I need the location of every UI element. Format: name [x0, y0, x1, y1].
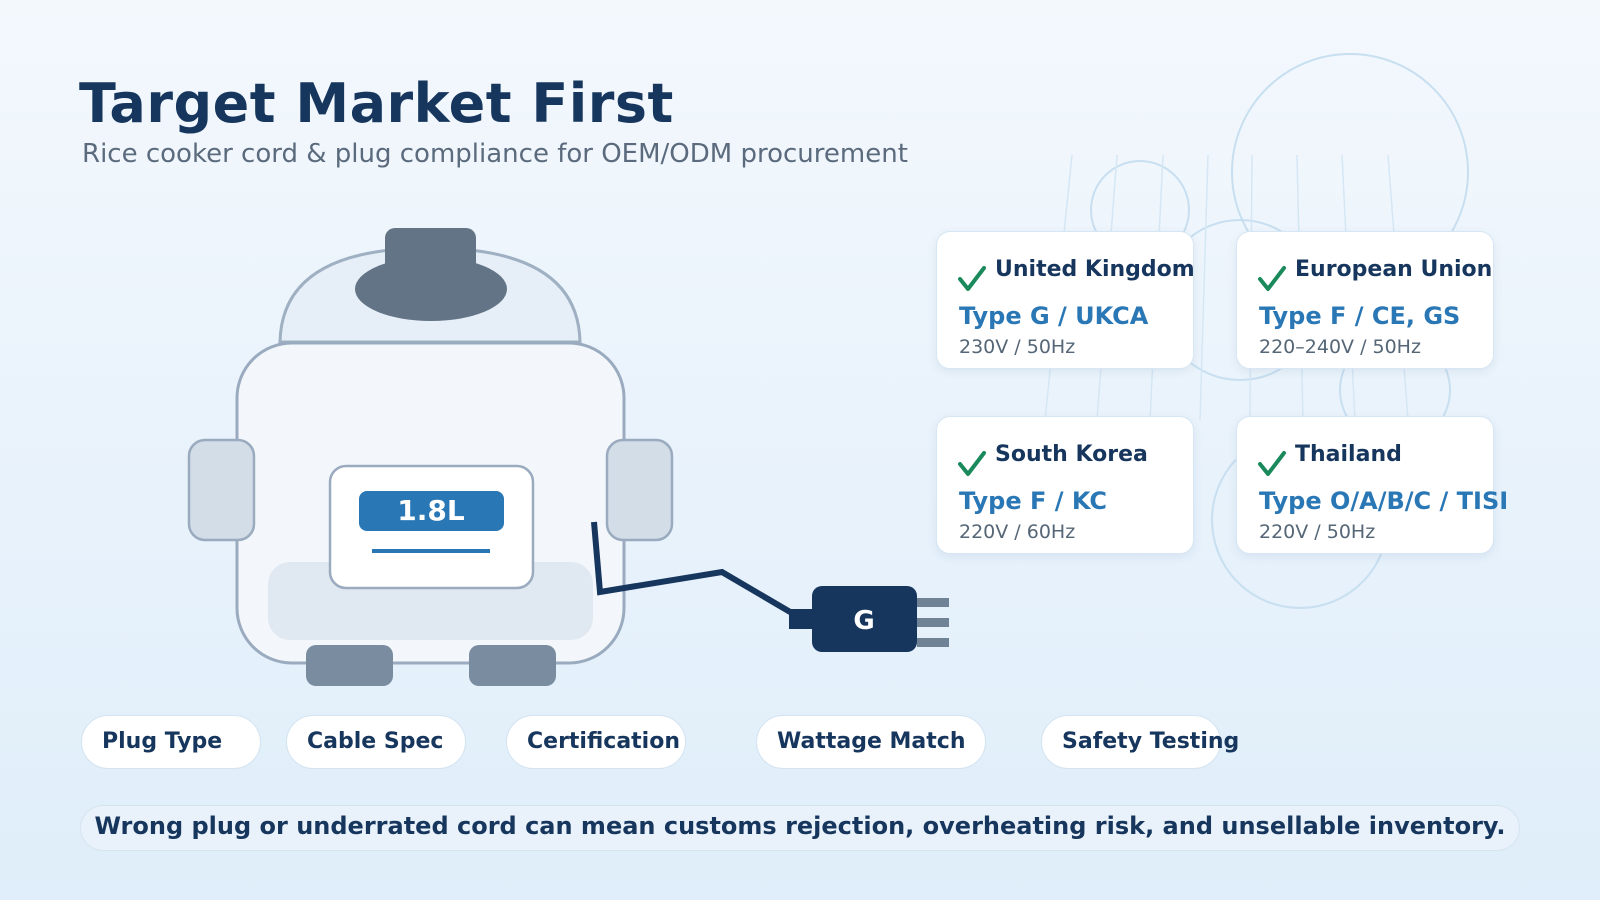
check-icon [958, 451, 986, 476]
plug-pin [917, 598, 949, 607]
page-subtitle: Rice cooker cord & plug compliance for O… [82, 139, 908, 169]
criteria-pill-wattage-match: Wattage Match [756, 715, 986, 769]
cooker-right-handle [605, 438, 674, 542]
cooker-foot [469, 645, 556, 686]
check-icon [1258, 451, 1286, 476]
market-voltage: 230V / 50Hz [959, 336, 1076, 358]
criteria-pill-cable-spec: Cable Spec [286, 715, 466, 769]
capacity-label: 1.8L [397, 494, 465, 527]
market-voltage: 220V / 50Hz [1259, 521, 1376, 543]
market-plug-type: Type O/A/B/C / TISI [1259, 487, 1509, 515]
capacity-badge [359, 491, 504, 531]
market-voltage: 220–240V / 50Hz [1259, 336, 1421, 358]
market-country: Thailand [1295, 442, 1402, 467]
plug-head [812, 586, 917, 652]
page-title: Target Market First [79, 72, 674, 135]
market-voltage: 220V / 60Hz [959, 521, 1076, 543]
cooker-top-knob [385, 228, 476, 274]
footer-banner [80, 805, 1520, 851]
plug-pin [917, 638, 949, 647]
footer-warning-text: Wrong plug or underrated cord can mean c… [94, 812, 1506, 840]
plug-pin [917, 618, 949, 627]
market-card-thailand: Thailand Type O/A/B/C / TISI 220V / 50Hz [1236, 416, 1508, 554]
market-plug-type: Type G / UKCA [959, 302, 1149, 330]
check-icon [958, 266, 986, 291]
rice-cooker-illustration: 1.8L G [187, 228, 949, 686]
market-card-eu: European Union Type F / CE, GS 220–240V … [1236, 231, 1494, 369]
market-country: European Union [1295, 257, 1493, 282]
market-country: United Kingdom [995, 257, 1195, 282]
cooker-left-handle [187, 438, 256, 542]
plug-letter: G [853, 606, 874, 636]
cooker-foot [306, 645, 393, 686]
market-plug-type: Type F / CE, GS [1259, 302, 1461, 330]
market-card-south-korea: South Korea Type F / KC 220V / 60Hz [936, 416, 1194, 554]
market-country: South Korea [995, 442, 1148, 467]
power-cord [591, 521, 799, 619]
criteria-pill-plug-type: Plug Type [81, 715, 261, 769]
criteria-pill-safety-testing: Safety Testing [1041, 715, 1239, 769]
check-icon [1258, 266, 1286, 291]
criteria-pill-certification: Certification [506, 715, 686, 769]
market-card-uk: United Kingdom Type G / UKCA 230V / 50Hz [936, 231, 1195, 369]
market-plug-type: Type F / KC [959, 487, 1107, 515]
